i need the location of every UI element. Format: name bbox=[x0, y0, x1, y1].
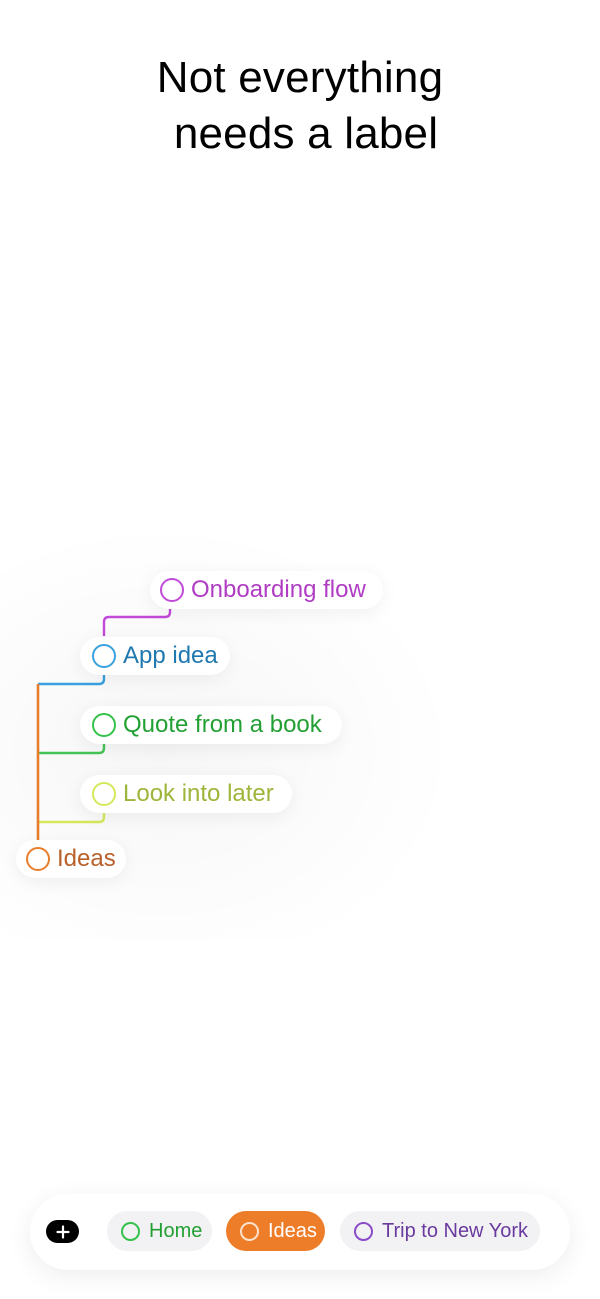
circle-icon bbox=[121, 1221, 140, 1241]
circle-icon bbox=[354, 1221, 373, 1241]
circle-icon bbox=[92, 713, 116, 737]
node-label: Onboarding flow bbox=[191, 576, 366, 603]
headline-line-2: needs a label bbox=[173, 109, 439, 158]
connector-later bbox=[38, 810, 106, 824]
chip-label: Ideas bbox=[268, 1219, 317, 1242]
chip-label: Home bbox=[149, 1219, 203, 1242]
add-label-button[interactable] bbox=[46, 1220, 79, 1243]
node-label: App idea bbox=[123, 642, 218, 669]
chip-ideas-active[interactable]: Ideas bbox=[226, 1211, 325, 1251]
headline: Not everything needs a label bbox=[0, 50, 600, 162]
plus-icon bbox=[55, 1224, 70, 1239]
circle-icon bbox=[92, 644, 116, 668]
node-label: Look into later bbox=[123, 780, 274, 807]
headline-line-1: Not everything bbox=[156, 53, 444, 102]
node-quote-from-a-book[interactable]: Quote from a book bbox=[80, 706, 342, 744]
circle-icon bbox=[92, 782, 116, 806]
connector-quote bbox=[38, 742, 106, 755]
node-onboarding-flow[interactable]: Onboarding flow bbox=[150, 571, 383, 609]
node-label: Quote from a book bbox=[123, 711, 322, 738]
chip-home[interactable]: Home bbox=[107, 1211, 212, 1251]
node-label: Ideas bbox=[57, 845, 116, 872]
node-ideas-root[interactable]: Ideas bbox=[16, 840, 126, 878]
connector-onboarding bbox=[102, 604, 172, 636]
circle-icon bbox=[240, 1221, 259, 1241]
circle-icon bbox=[160, 578, 184, 602]
node-look-into-later[interactable]: Look into later bbox=[80, 775, 292, 813]
circle-icon bbox=[26, 847, 50, 871]
connector-app-idea bbox=[38, 672, 106, 686]
node-app-idea[interactable]: App idea bbox=[80, 637, 230, 675]
chip-trip-to-new-york[interactable]: Trip to New York bbox=[340, 1211, 540, 1251]
chip-label: Trip to New York bbox=[382, 1219, 528, 1242]
